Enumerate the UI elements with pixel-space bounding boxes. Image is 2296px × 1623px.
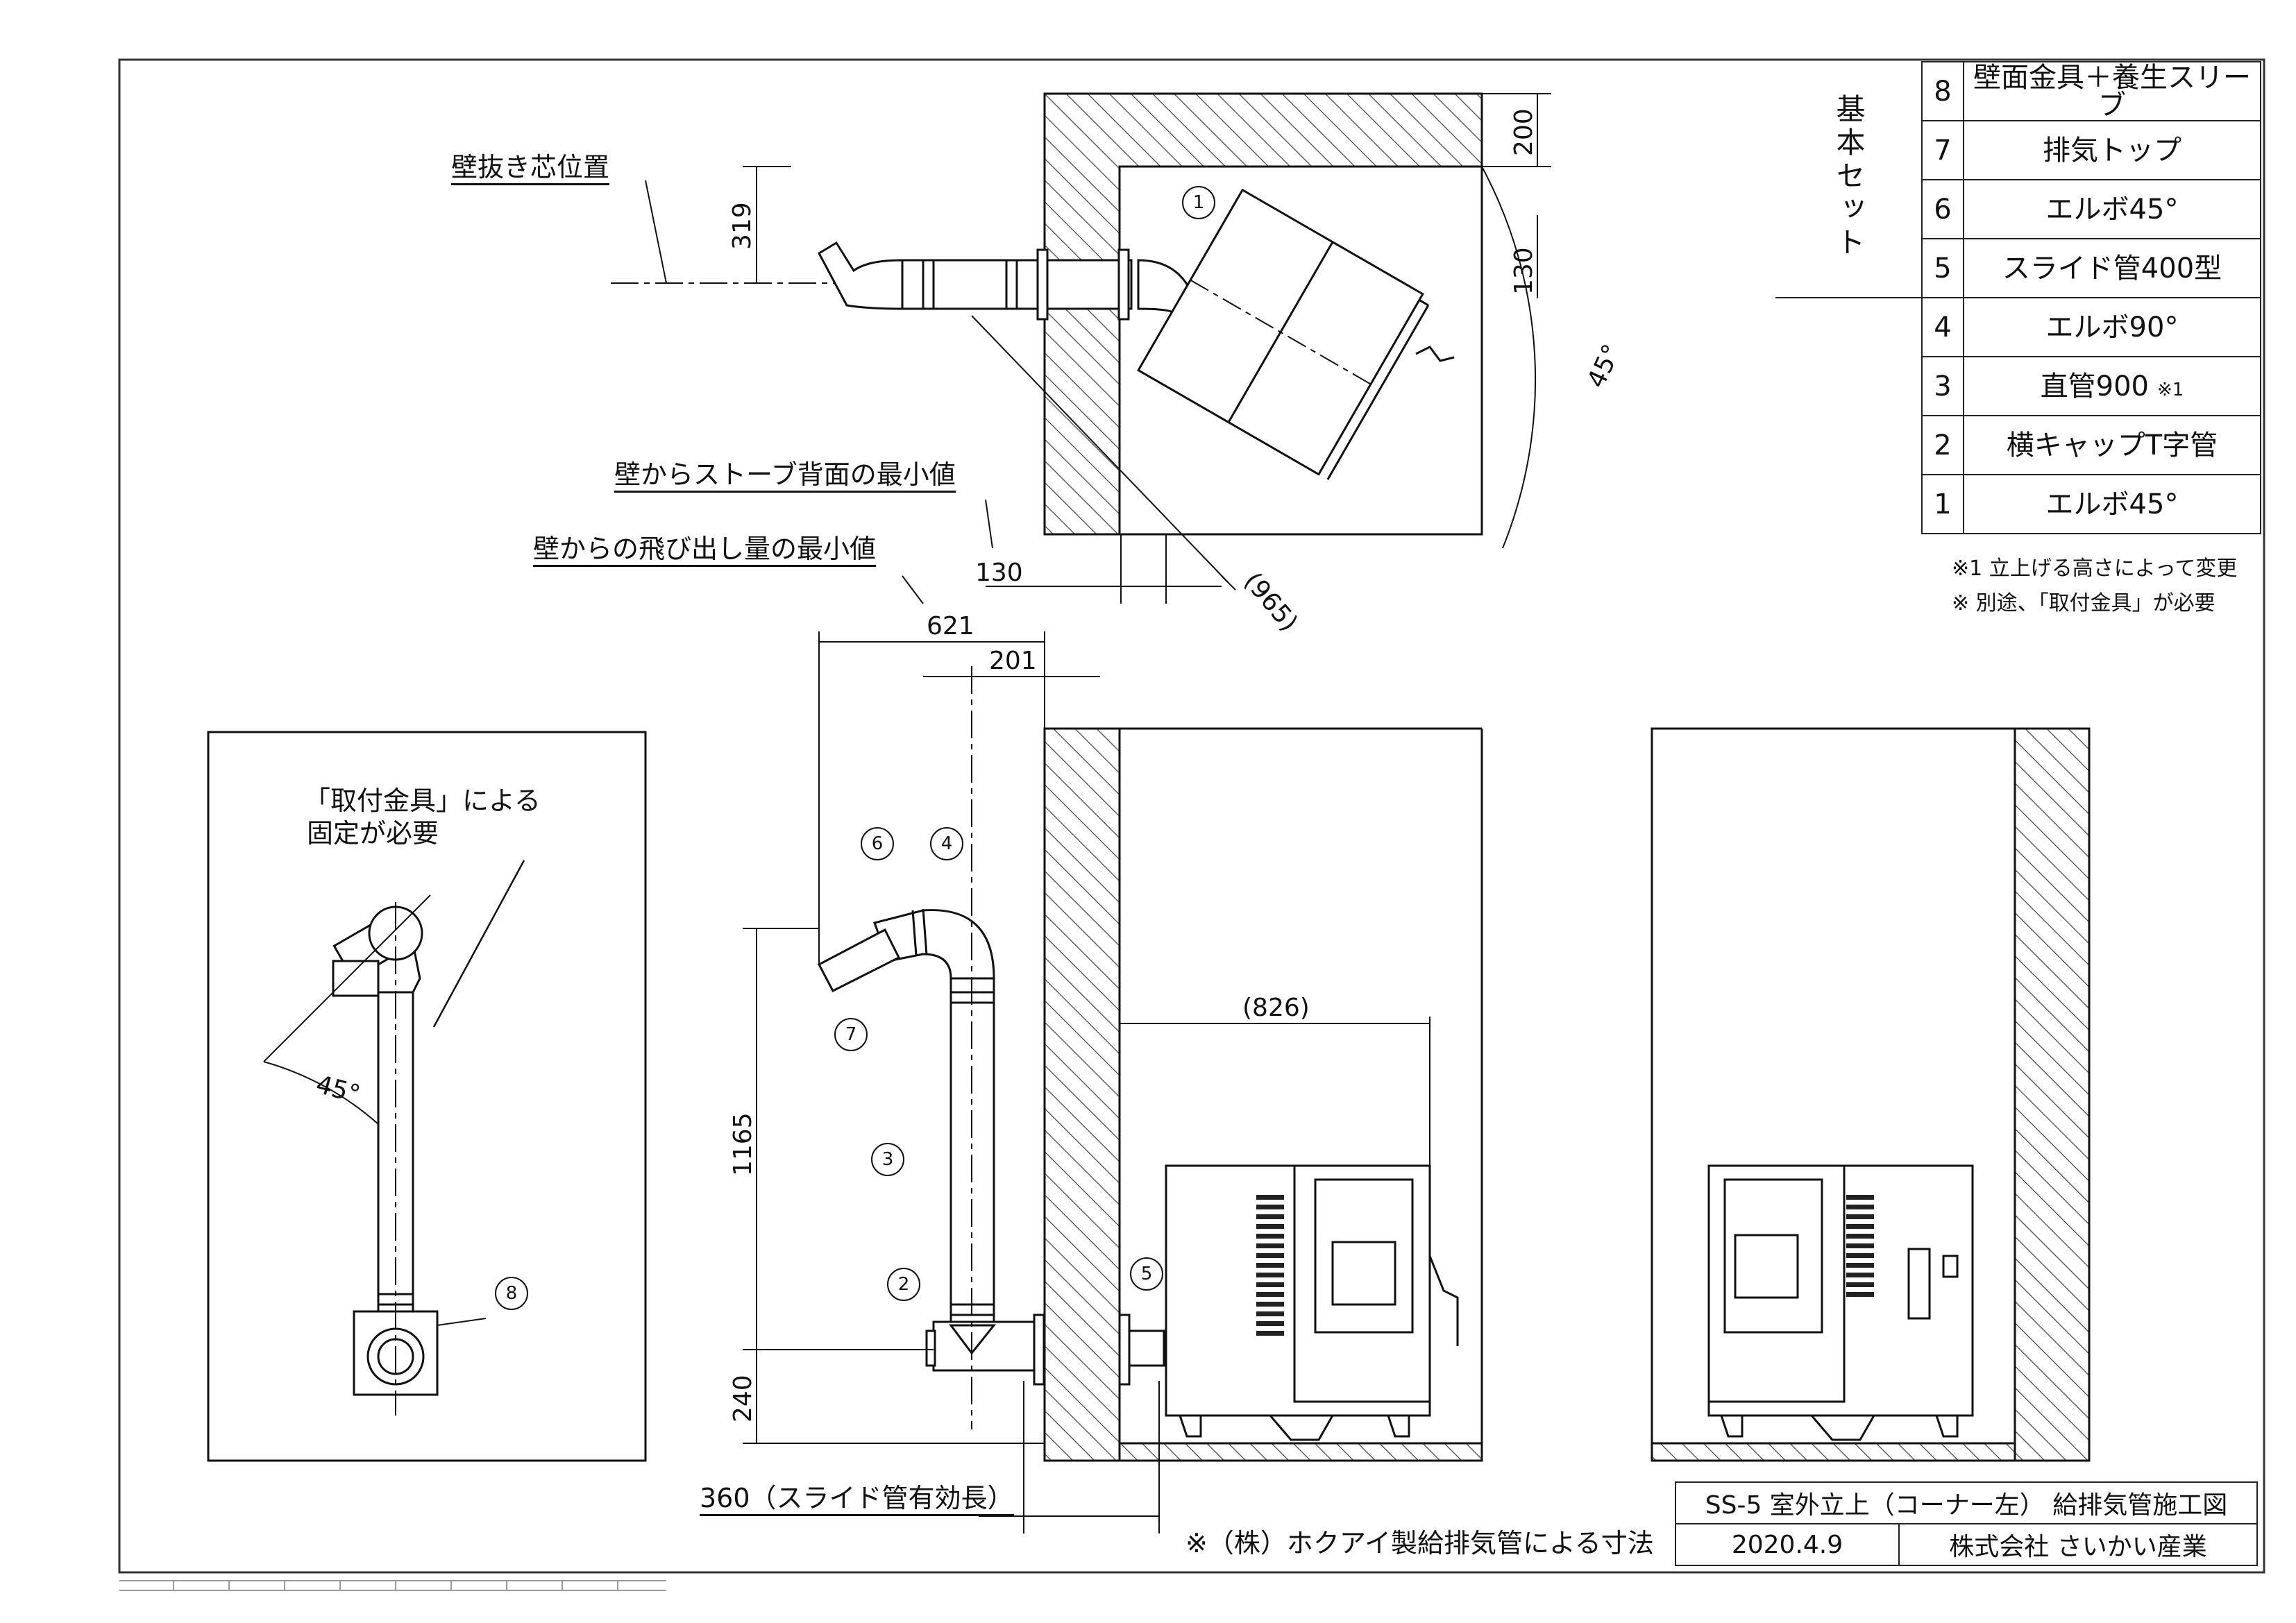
drawing-date: 2020.4.9 bbox=[1675, 1523, 1900, 1566]
parts-row-6: 6 エルボ45° bbox=[1775, 179, 2261, 239]
plan-stove bbox=[1137, 188, 1430, 480]
note-2: ※ 別途、「取付金具」が必要 bbox=[1952, 591, 2215, 615]
parts-no: 8 bbox=[1921, 61, 1964, 121]
dim-200: 200 bbox=[1510, 108, 1538, 156]
drawing-title: SS-5 室外立上（コーナー左） 給排気管施工図 bbox=[1675, 1481, 2258, 1524]
callout-3: 3 bbox=[871, 1143, 904, 1176]
plan-view bbox=[611, 92, 1551, 604]
parts-group-cell: 基本セット bbox=[1775, 62, 1923, 298]
parts-row-8: 基本セット 8 壁面金具＋養生スリーブ bbox=[1775, 61, 2261, 298]
dim-826: (826) bbox=[1242, 994, 1310, 1022]
scale-strip bbox=[119, 1580, 666, 1591]
dim-240: 240 bbox=[729, 1375, 757, 1422]
company-name: 株式会社 さいかい産業 bbox=[1898, 1523, 2258, 1566]
parts-name: エルボ90° bbox=[1963, 297, 2261, 357]
callout-1: 1 bbox=[1182, 186, 1215, 219]
right-floor-hatch bbox=[1651, 1442, 2016, 1462]
front-stove bbox=[1165, 1164, 1459, 1441]
label-min-wall-to-back: 壁からストーブ背面の最小値 bbox=[614, 461, 956, 493]
right-elevation bbox=[1651, 727, 2091, 1462]
front-pipe bbox=[817, 908, 1165, 1386]
front-elevation bbox=[743, 631, 1483, 1533]
callout-2: 2 bbox=[887, 1268, 920, 1301]
label-wall-center: 壁抜き芯位置 bbox=[451, 154, 610, 185]
parts-row-2: 2 横キャップT字管 bbox=[1775, 415, 2261, 475]
callout-7: 7 bbox=[834, 1018, 868, 1051]
parts-tag: ※1 bbox=[2157, 379, 2184, 400]
front-wall-hatch bbox=[1043, 727, 1121, 1462]
label-hokuai-note: ※（株）ホクアイ製給排気管による寸法 bbox=[1185, 1528, 1654, 1558]
side-detail-frame bbox=[207, 731, 647, 1462]
dim-621: 621 bbox=[927, 612, 974, 640]
parts-name: 壁面金具＋養生スリーブ bbox=[1963, 61, 2261, 121]
label-bracket-note-1: 「取付金具」による bbox=[304, 785, 541, 816]
parts-row-5: 5 スライド管400型 bbox=[1775, 238, 2261, 298]
parts-row-4: 4 エルボ90° bbox=[1775, 297, 2261, 357]
parts-table: 基本セット 8 壁面金具＋養生スリーブ 7 排気トップ 6 エルボ45° 5 ス… bbox=[1775, 61, 2261, 534]
title-block: SS-5 室外立上（コーナー左） 給排気管施工図 2020.4.9 株式会社 さ… bbox=[1675, 1481, 2258, 1566]
callout-4: 4 bbox=[930, 827, 963, 860]
parts-name-text: 直管900 bbox=[2040, 370, 2150, 402]
callout-6: 6 bbox=[861, 827, 894, 860]
parts-no: 3 bbox=[1921, 356, 1964, 416]
dim-1165: 1165 bbox=[729, 1112, 757, 1176]
note-1: ※1 立上げる高さによって変更 bbox=[1952, 556, 2238, 581]
parts-no: 1 bbox=[1921, 474, 1964, 534]
side-detail bbox=[207, 731, 647, 1462]
label-bracket-note-2: 固定が必要 bbox=[307, 818, 439, 849]
label-min-protrusion: 壁からの飛び出し量の最小値 bbox=[533, 536, 877, 567]
parts-no: 5 bbox=[1921, 238, 1964, 298]
parts-name: エルボ45° bbox=[1963, 474, 2261, 534]
dim-130-bottom: 130 bbox=[975, 559, 1023, 587]
parts-no: 7 bbox=[1921, 120, 1964, 180]
callout-8: 8 bbox=[495, 1277, 528, 1310]
front-floor-hatch bbox=[1118, 1442, 1483, 1462]
plan-pipe bbox=[818, 241, 1195, 321]
right-wall-hatch bbox=[2014, 727, 2091, 1462]
parts-row-7: 7 排気トップ bbox=[1775, 120, 2261, 180]
parts-name: 横キャップT字管 bbox=[1963, 415, 2261, 475]
parts-name: 排気トップ bbox=[1963, 120, 2261, 180]
parts-no: 4 bbox=[1921, 297, 1964, 357]
parts-no: 2 bbox=[1921, 415, 1964, 475]
plan-handle bbox=[1415, 346, 1455, 362]
dim-319: 319 bbox=[728, 202, 757, 250]
dim-201: 201 bbox=[989, 647, 1037, 675]
parts-name: 直管900 ※1 bbox=[1963, 356, 2261, 416]
dim-130-top: 130 bbox=[1510, 247, 1538, 295]
parts-row-1: 1 エルボ45° bbox=[1775, 474, 2261, 534]
parts-no: 6 bbox=[1921, 179, 1964, 239]
callout-5: 5 bbox=[1130, 1257, 1163, 1291]
parts-name: スライド管400型 bbox=[1963, 238, 2261, 298]
parts-group-label: 基本セット bbox=[1832, 94, 1866, 260]
label-slide-effective: 360（スライド管有効長） bbox=[700, 1485, 1014, 1516]
sheet-border bbox=[118, 58, 2265, 1574]
parts-name: エルボ45° bbox=[1963, 179, 2261, 239]
parts-row-3: 3 直管900 ※1 bbox=[1775, 356, 2261, 416]
